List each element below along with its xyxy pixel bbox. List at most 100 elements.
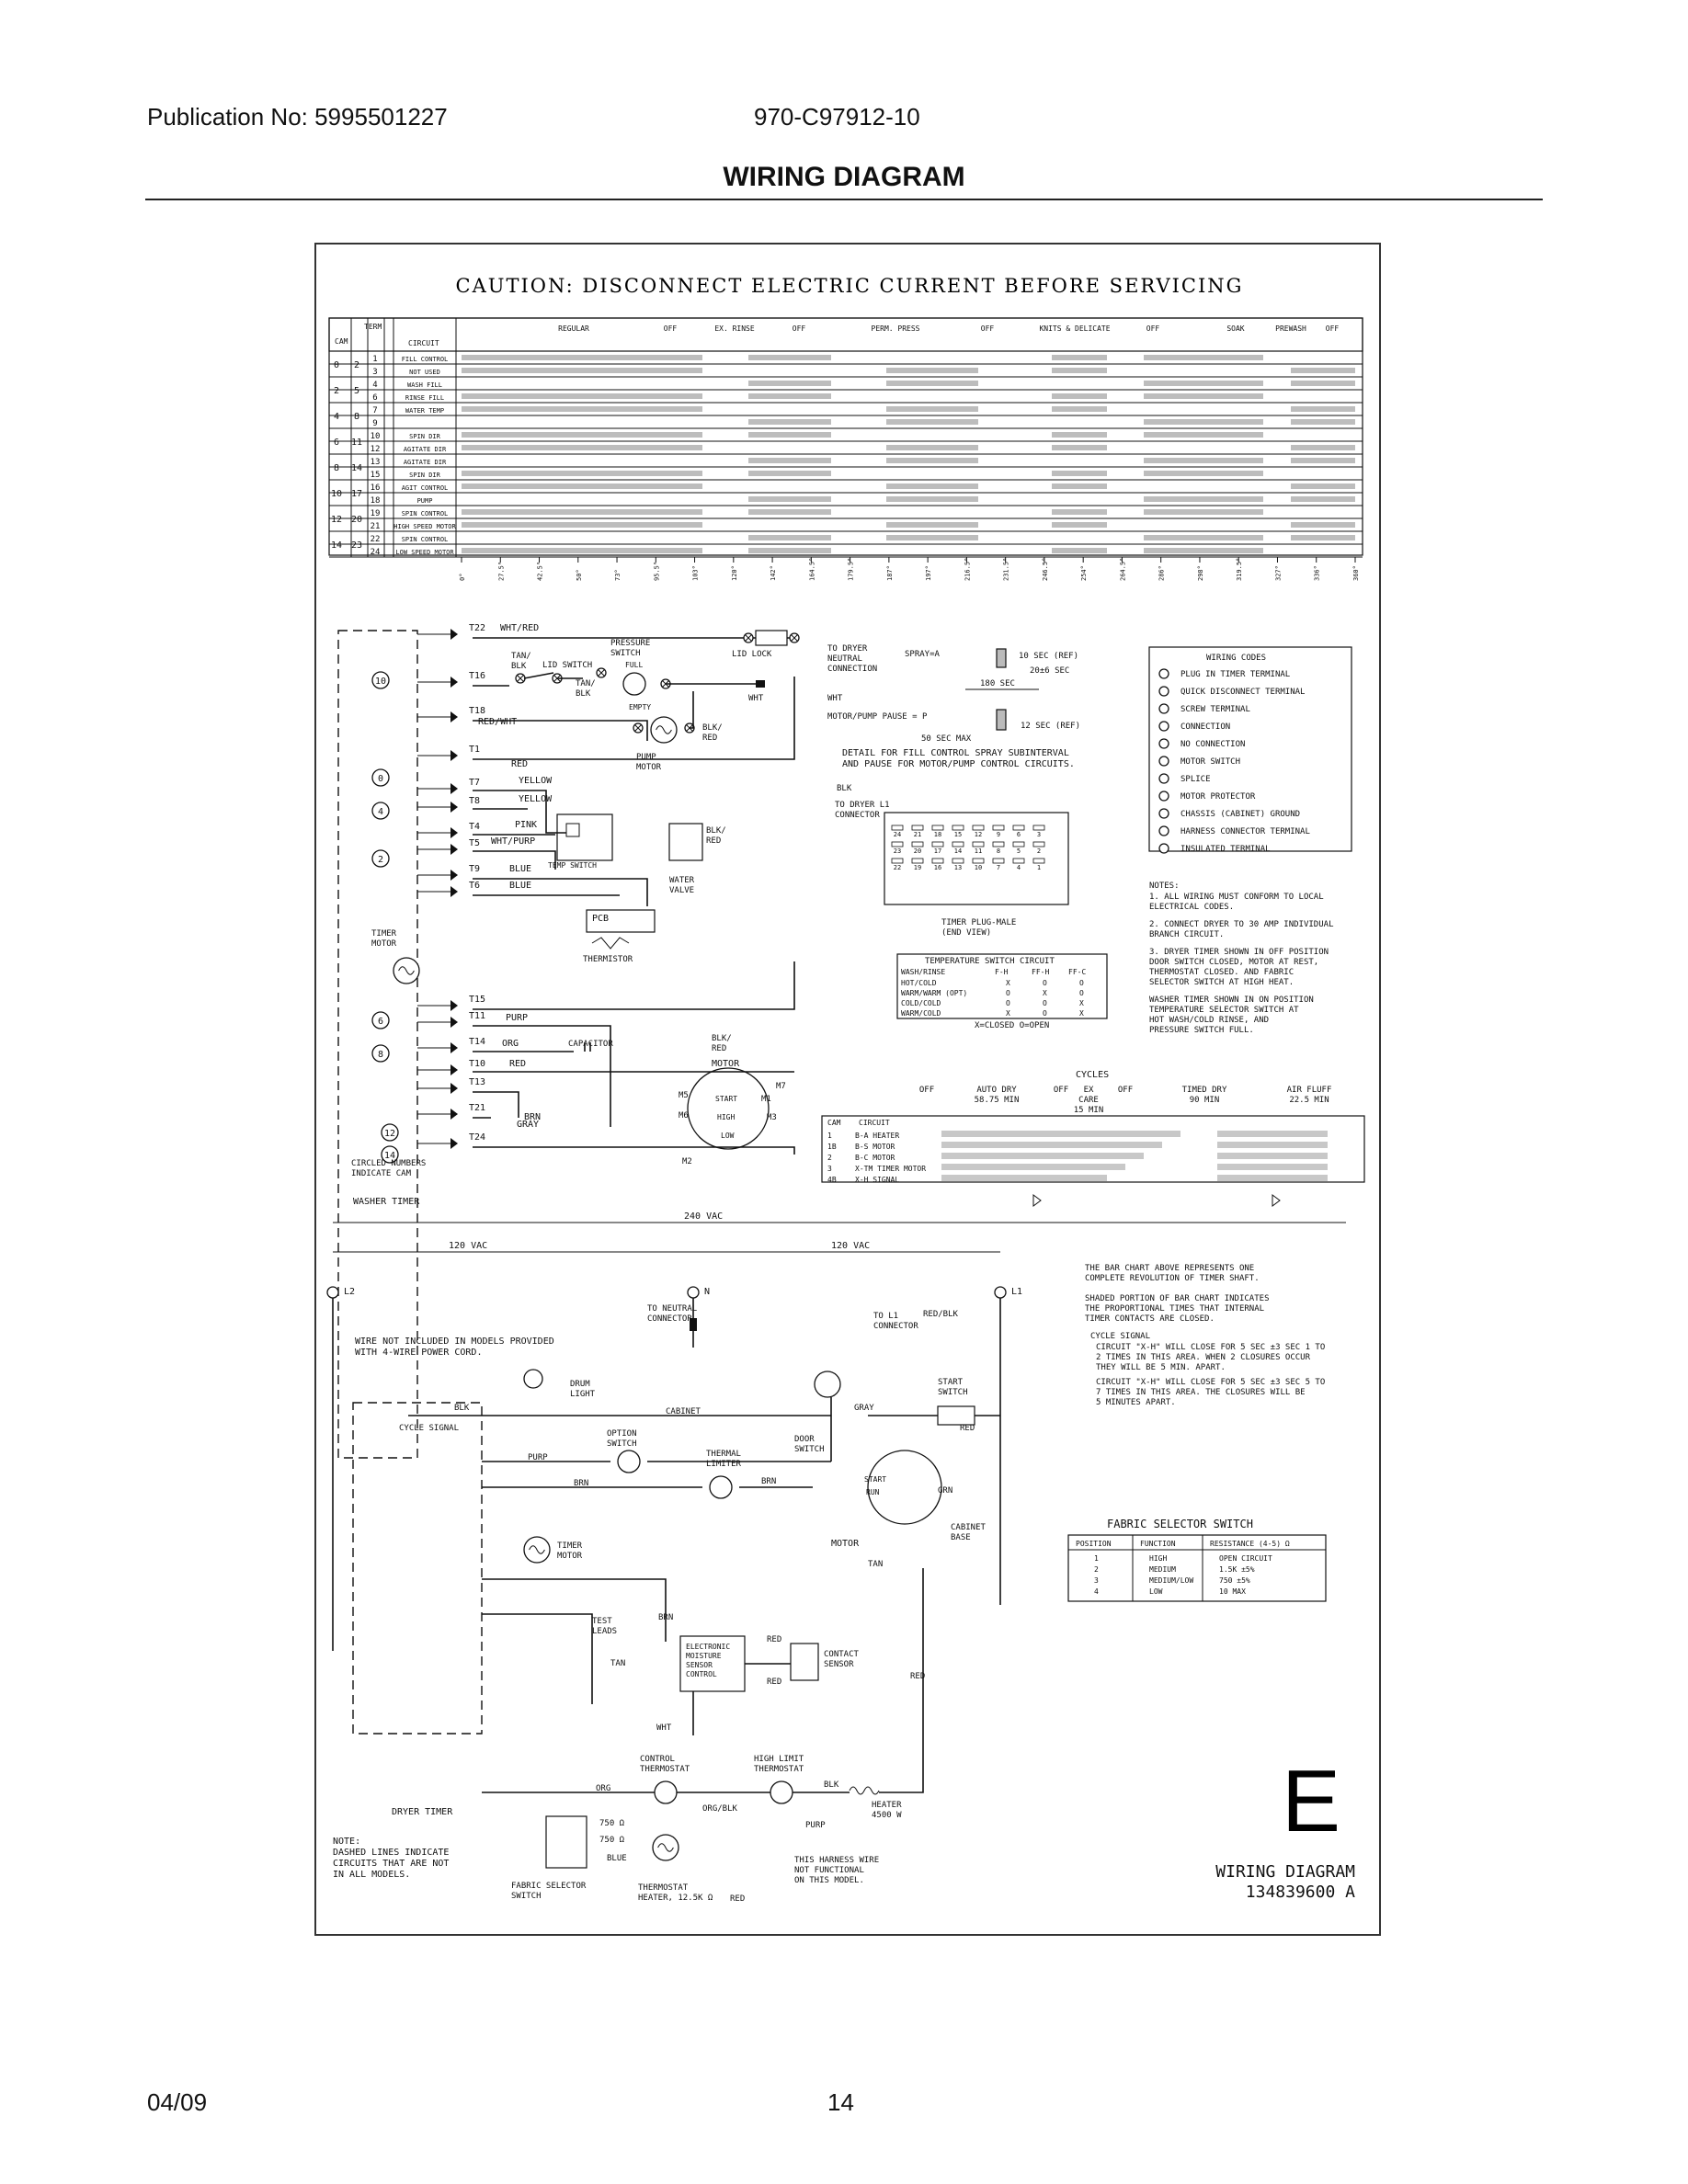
washer-terminal-label: T1 <box>469 745 480 755</box>
temp-table-header: WASH/RINSE <box>901 968 945 976</box>
test-leads-label: TEST <box>592 1617 612 1626</box>
chart-circuit: RINSE FILL <box>405 394 444 402</box>
fabric-selector-label: SWITCH <box>511 1892 542 1901</box>
dryer-chart-notes: THE BAR CHART ABOVE REPRESENTS ONE <box>1085 1264 1254 1273</box>
plug-in-terminal-icon <box>1158 668 1169 679</box>
temp-table-header: F-H <box>995 968 1009 976</box>
chart-circuit: AGIT CONTROL <box>402 484 449 492</box>
chart-col-header-cam: CAM <box>335 337 348 346</box>
drum-light-label: LIGHT <box>570 1390 596 1399</box>
fabric-table-cell: 1 <box>1094 1554 1099 1563</box>
plug-in-terminal-icon <box>451 1017 458 1028</box>
cycle-signal-a: THEY WILL BE 5 MIN. APART. <box>1096 1363 1226 1372</box>
drum-light-icon <box>523 1369 543 1389</box>
temp-table-cell: HOT/COLD <box>901 979 937 987</box>
note-item: PRESSURE SWITCH FULL. <box>1149 1026 1254 1035</box>
door-switch-label: DOOR <box>794 1435 815 1444</box>
wire-color-label: WHT/RED <box>500 623 539 633</box>
wire-color-label: GRAY <box>517 1120 539 1130</box>
cam-number: 2 <box>378 855 383 865</box>
fabric-table-cell: 750 ±5% <box>1219 1576 1250 1585</box>
header-rule <box>145 199 1543 200</box>
fabric-table-cell: 10 MAX <box>1219 1587 1246 1596</box>
plug-pin-number: 8 <box>997 847 1000 855</box>
chart-circuit: WASH FILL <box>407 381 442 389</box>
insulated-terminal-icon <box>1158 843 1169 854</box>
temp-table-cell: X <box>1079 1009 1084 1018</box>
timer-contact-bar <box>1052 483 1107 489</box>
chart-term: 15 <box>371 471 381 480</box>
wire-t5 <box>473 850 556 870</box>
cycle-header-label: OFF <box>1326 324 1340 333</box>
motor-terminal-label: M3 <box>767 1113 777 1122</box>
timer-contact-bar <box>748 432 831 438</box>
motor-terminal-label: M1 <box>761 1095 771 1104</box>
plug-in-terminal-icon <box>451 1083 458 1094</box>
thermal-limiter-label: LIMITER <box>706 1460 742 1469</box>
timer-contact-bar <box>1144 355 1263 360</box>
contact-sensor-label: SENSOR <box>824 1660 854 1669</box>
heater-label: 4500 W <box>872 1811 902 1820</box>
plug-pin-number: 17 <box>934 847 941 855</box>
plug-pin-number: 23 <box>894 847 901 855</box>
plug-pin <box>911 825 924 831</box>
note-item: BRANCH CIRCUIT. <box>1149 930 1224 939</box>
cam-number: 6 <box>378 1017 383 1027</box>
timer-contact-bar <box>1144 458 1263 463</box>
cycle-header-label: OFF <box>1146 324 1160 333</box>
timer-contact-bar <box>748 381 831 386</box>
dryer-chart-cam: 3 <box>827 1165 832 1173</box>
wire-t18 <box>473 720 648 741</box>
thermostat-heater-label: THERMOSTAT <box>638 1883 689 1893</box>
chart-circuit: NOT USED <box>409 369 440 376</box>
fabric-selector-table <box>1067 1534 1327 1602</box>
high-limit-label: HIGH LIMIT <box>754 1755 804 1764</box>
dryer-drive-motor-icon <box>867 1450 942 1525</box>
wire-t7 <box>473 790 574 834</box>
motor-terminal-label: M7 <box>776 1082 786 1091</box>
option-switch-icon <box>617 1450 641 1473</box>
spray-180-sec: 180 SEC <box>980 679 1015 688</box>
cycle-signal-title: CYCLE SIGNAL <box>1090 1332 1150 1341</box>
degree-label: 197° <box>925 565 932 581</box>
plug-pin-number: 4 <box>1017 864 1021 871</box>
tan-blk-label-2: BLK <box>576 689 591 699</box>
chart-term: 4 <box>372 381 377 390</box>
washer-terminal-label: T6 <box>469 881 480 891</box>
fabric-table-title: FABRIC SELECTOR SWITCH <box>1107 1518 1253 1530</box>
note-item: 1. ALL WIRING MUST CONFORM TO LOCAL <box>1149 893 1324 902</box>
pcb-box <box>586 909 656 933</box>
wire-color-label: YELLOW <box>519 794 553 804</box>
timer-motor-label: MOTOR <box>371 939 397 949</box>
timer-contact-bar <box>1052 355 1107 360</box>
cycle-signal-a: 2 TIMES IN THIS AREA. WHEN 2 CLOSURES OC… <box>1096 1353 1311 1362</box>
fabric-selector-box <box>545 1815 587 1869</box>
dashed-lines-note: DASHED LINES INDICATE <box>333 1848 449 1858</box>
timer-contact-bar <box>1052 406 1107 412</box>
plug-pin-number: 5 <box>1017 847 1021 855</box>
timer-contact-bar <box>1052 548 1107 553</box>
dryer-chart-cam: 2 <box>827 1154 832 1162</box>
washer-terminal-label: T18 <box>469 706 485 716</box>
plug-in-terminal-icon <box>451 711 458 722</box>
resistor-2-label: 750 Ω <box>599 1836 625 1845</box>
timer-motor-icon-coil <box>398 966 415 975</box>
chart-cam: 2 <box>334 386 339 396</box>
start-label: START <box>715 1095 737 1103</box>
plug-pin <box>1012 841 1025 847</box>
washer-terminal-label: T8 <box>469 796 480 806</box>
dryer-cycle-label: TIMED DRY <box>1182 1086 1227 1095</box>
degree-label: 264.5° <box>1119 558 1126 581</box>
timer-contact-bar <box>886 496 978 502</box>
wire-label: WHT <box>656 1723 672 1733</box>
wire-t1 <box>473 677 795 760</box>
timer-contact-bar <box>1291 522 1355 528</box>
timer-contact-bar <box>1291 458 1355 463</box>
dryer-timer-motor-label: MOTOR <box>557 1552 583 1561</box>
degree-label: 95.5° <box>653 562 660 581</box>
timer-contact-bar <box>1144 496 1263 502</box>
plug-pin <box>911 858 924 864</box>
dryer-contact-bar <box>1217 1131 1328 1137</box>
plug-pin-number: 20 <box>914 847 921 855</box>
timer-contact-bar <box>748 535 831 540</box>
